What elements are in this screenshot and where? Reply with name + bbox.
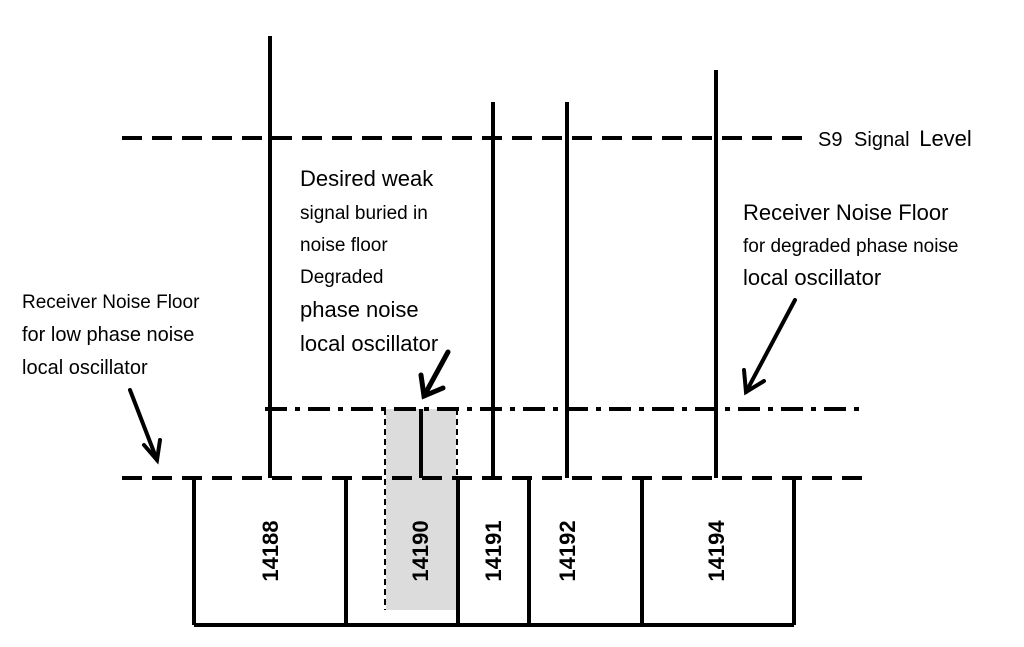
channel-label-14192: 14192 (555, 520, 580, 581)
svg-text:for low phase noise: for low phase noise (22, 324, 194, 346)
channel-table (192, 478, 796, 627)
channel-label-14194: 14194 (704, 520, 729, 582)
svg-text:for degraded phase noise: for degraded phase noise (743, 236, 959, 257)
svg-text:Receiver Noise Floor: Receiver Noise Floor (743, 200, 948, 225)
desired-signal-annotation: Desired weak signal buried in noise floo… (300, 166, 438, 356)
svg-text:signal buried in: signal buried in (300, 203, 428, 224)
svg-text:Desired weak: Desired weak (300, 166, 434, 191)
s9-signal-level-label: S9 Signal Level (818, 126, 972, 151)
channel-label-14190: 14190 (408, 520, 433, 581)
channel-label-14191: 14191 (481, 520, 506, 581)
low-noise-floor-annotation: Receiver Noise Floor for low phase noise… (22, 292, 200, 379)
svg-text:Degraded: Degraded (300, 267, 383, 288)
arrow-to-degraded-noise-floor (742, 298, 797, 396)
svg-text:local oscillator: local oscillator (22, 357, 148, 379)
arrow-to-low-noise-floor (128, 388, 162, 465)
svg-text:Receiver Noise Floor: Receiver Noise Floor (22, 292, 200, 313)
svg-text:local oscillator: local oscillator (743, 265, 881, 290)
svg-text:noise floor: noise floor (300, 235, 388, 256)
channel-label-14188: 14188 (258, 520, 283, 581)
arrow-to-weak-signal (418, 349, 451, 400)
svg-text:local oscillator: local oscillator (300, 331, 438, 356)
svg-text:phase noise: phase noise (300, 297, 419, 322)
degraded-noise-floor-annotation: Receiver Noise Floor for degraded phase … (743, 200, 959, 290)
